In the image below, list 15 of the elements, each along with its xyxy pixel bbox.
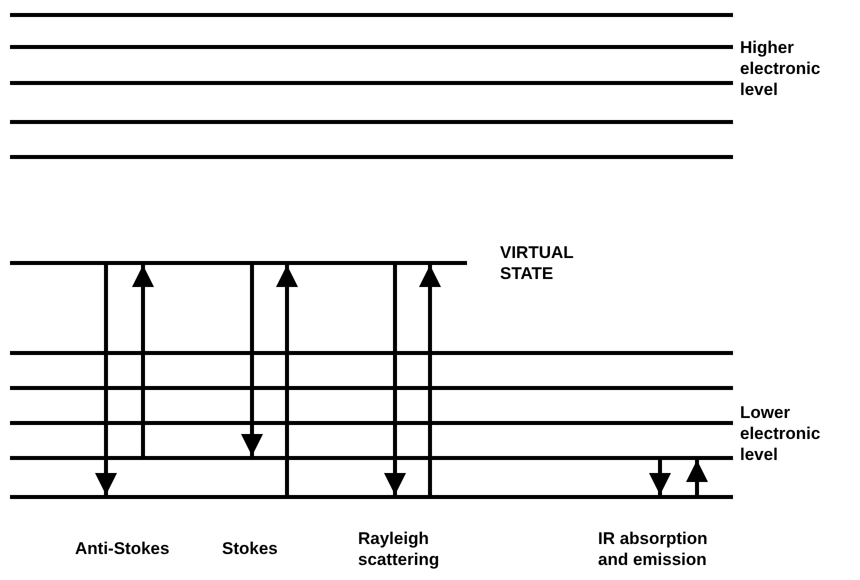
process-label: Rayleigh scattering	[358, 528, 440, 570]
process-label: IR absorption and emission	[598, 528, 709, 570]
level-label: VIRTUAL STATE	[500, 242, 574, 284]
level-label: Lower electronic level	[740, 402, 822, 465]
transition-arrow	[686, 460, 708, 495]
transition-arrow	[649, 460, 671, 495]
transition-arrow	[276, 265, 298, 495]
transition-arrow	[241, 265, 263, 456]
transition-arrow	[95, 265, 117, 495]
transition-arrow	[132, 265, 154, 456]
transition-arrow	[419, 265, 441, 495]
transition-arrow	[384, 265, 406, 495]
level-label: Higher electronic level	[740, 37, 822, 100]
process-label: Stokes	[222, 538, 279, 559]
process-label: Anti-Stokes	[75, 538, 170, 559]
